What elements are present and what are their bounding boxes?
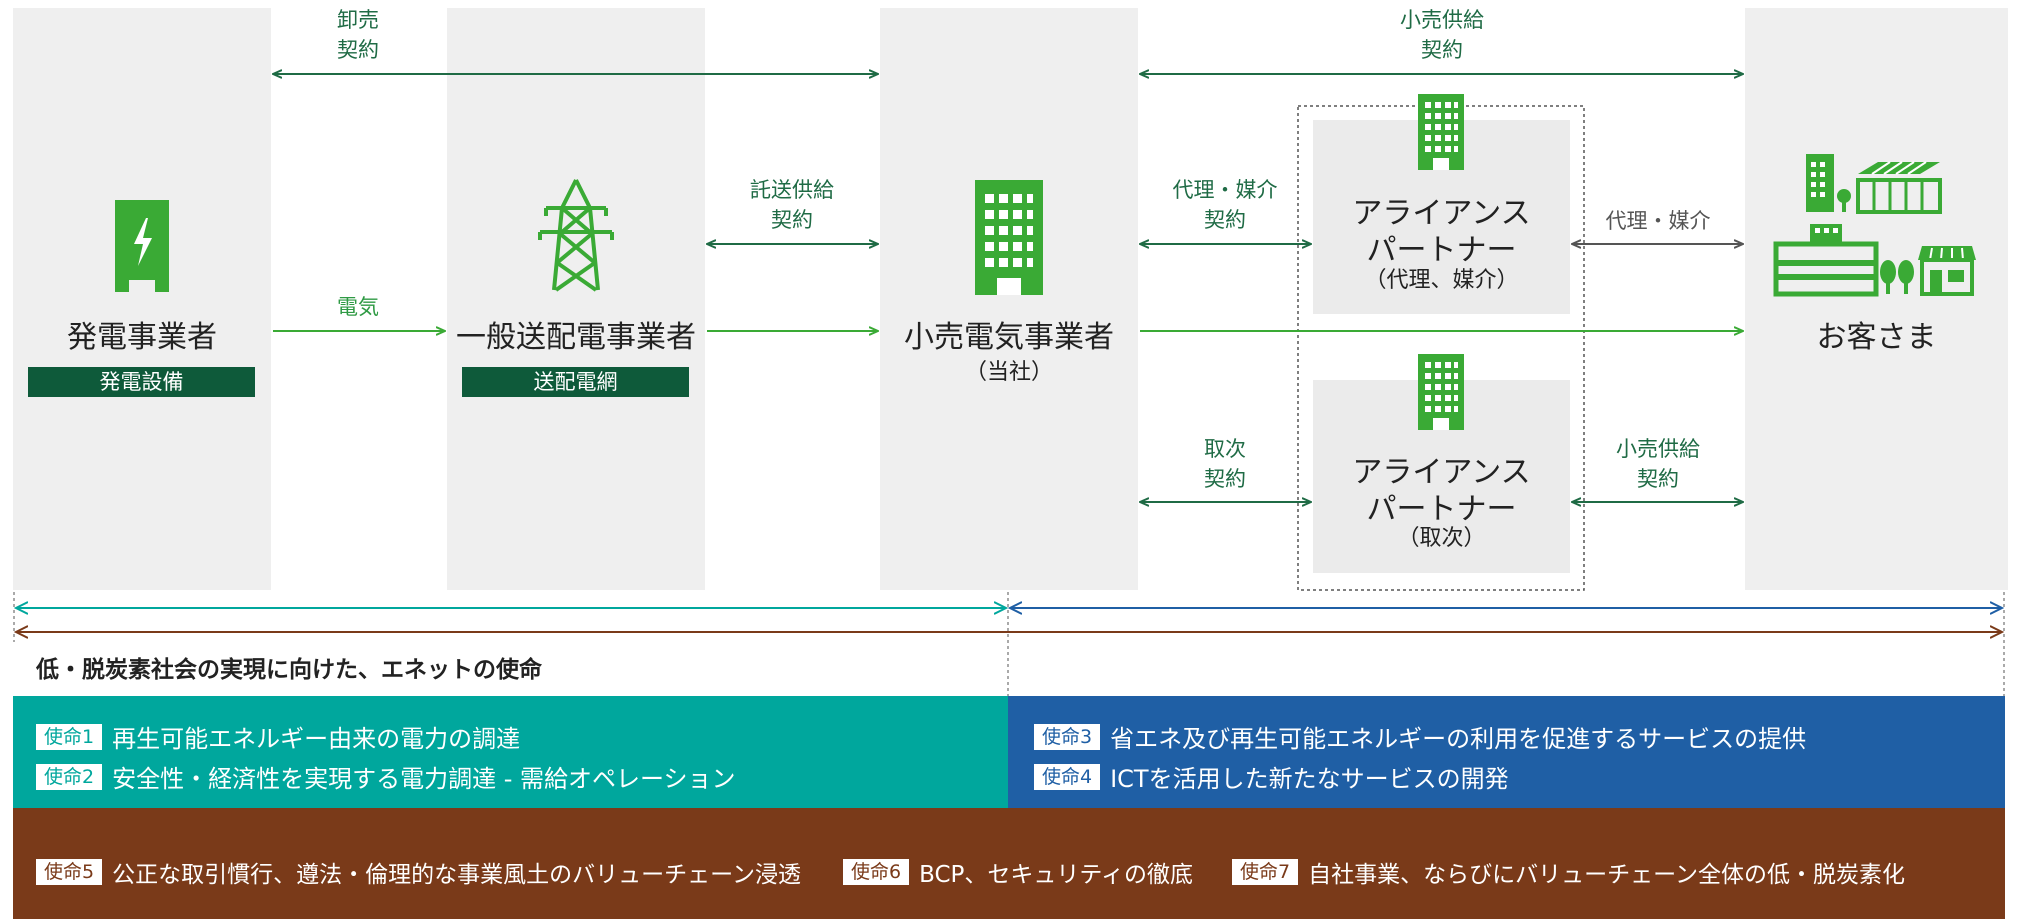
broker-label-2: 契約 bbox=[1204, 467, 1246, 491]
wholesale-label-2: 契約 bbox=[337, 38, 379, 62]
brown-mission-band bbox=[13, 808, 2005, 919]
partner-agent-line1: アライアンス bbox=[1352, 196, 1531, 231]
mission-1-tag: 使命1 bbox=[36, 723, 103, 750]
partner-dotted-frame bbox=[1297, 105, 1585, 591]
building-icon bbox=[975, 180, 1043, 295]
mission-6-text: BCP、セキュリティの徹底 bbox=[919, 862, 1194, 888]
mission-4-tag: 使命4 bbox=[1034, 763, 1101, 790]
mission-7-tag: 使命7 bbox=[1232, 859, 1299, 885]
mission-2: 使命2 安全性・経済性を実現する電力調達 - 需給オペレーション bbox=[36, 759, 736, 794]
consignment-label-2: 契約 bbox=[771, 208, 813, 232]
electricity-label: 電気 bbox=[337, 295, 379, 319]
transmission-name: 一般送配電事業者 bbox=[456, 320, 696, 355]
partner-broker-line1: アライアンス bbox=[1352, 455, 1531, 490]
retailer-column bbox=[880, 8, 1138, 590]
partner-broker-line2: パートナー bbox=[1366, 492, 1517, 527]
mission-1: 使命1 再生可能エネルギー由来の電力の調達 bbox=[36, 719, 520, 754]
agency-label-1: 代理・媒介 bbox=[1172, 178, 1278, 202]
mission-2-tag: 使命2 bbox=[36, 763, 103, 790]
wholesale-label-1: 卸売 bbox=[337, 8, 379, 32]
partner-agent-line2: パートナー bbox=[1366, 233, 1517, 268]
partner-building-icon-2 bbox=[1418, 354, 1464, 430]
retailer-note: （当社） bbox=[964, 360, 1053, 385]
transmission-column bbox=[447, 8, 705, 590]
generator-name: 発電事業者 bbox=[67, 320, 217, 355]
retail-top-label-1: 小売供給 bbox=[1400, 8, 1484, 32]
mission-6-tag: 使命6 bbox=[843, 859, 910, 885]
mission-4: 使命4 ICTを活用した新たなサービスの開発 bbox=[1034, 759, 1509, 794]
mission-7-text: 自社事業、ならびにバリューチェーン全体の低・脱炭素化 bbox=[1308, 862, 1905, 888]
retailer-name: 小売電気事業者 bbox=[904, 320, 1114, 355]
mission-3-tag: 使命3 bbox=[1034, 723, 1101, 750]
generator-asset-badge: 発電設備 bbox=[28, 367, 255, 397]
power-plant-icon bbox=[115, 200, 169, 292]
retail-top-label-2: 契約 bbox=[1421, 38, 1463, 62]
retail-right-label-1: 小売供給 bbox=[1616, 437, 1700, 461]
generator-column bbox=[13, 8, 271, 590]
mission-7: 使命7 自社事業、ならびにバリューチェーン全体の低・脱炭素化 bbox=[1232, 855, 1905, 889]
transmission-asset-badge: 送配電網 bbox=[462, 367, 689, 397]
mission-3-text: 省エネ及び再生可能エネルギーの利用を促進するサービスの提供 bbox=[1110, 725, 1807, 753]
retail-right-label-2: 契約 bbox=[1637, 467, 1679, 491]
broker-label-1: 取次 bbox=[1204, 437, 1246, 461]
partner-building-icon-1 bbox=[1418, 94, 1464, 170]
mission-5: 使命5 公正な取引慣行、遵法・倫理的な事業風土のバリューチェーン浸透 bbox=[36, 855, 801, 889]
mission-2-text: 安全性・経済性を実現する電力調達 - 需給オペレーション bbox=[112, 765, 736, 793]
customer-column bbox=[1745, 8, 2008, 590]
mission-3: 使命3 省エネ及び再生可能エネルギーの利用を促進するサービスの提供 bbox=[1034, 719, 1806, 754]
consignment-label-1: 託送供給 bbox=[750, 178, 834, 202]
teal-mission-band bbox=[13, 696, 1008, 808]
partner-broker-note: （取次） bbox=[1397, 526, 1486, 551]
blue-mission-band bbox=[1008, 696, 2005, 808]
agency-right-label: 代理・媒介 bbox=[1605, 209, 1711, 233]
mission-5-tag: 使命5 bbox=[36, 859, 103, 885]
missions-heading: 低・脱炭素社会の実現に向けた、エネットの使命 bbox=[36, 657, 542, 683]
mission-6: 使命6 BCP、セキュリティの徹底 bbox=[843, 855, 1193, 889]
partner-agent-note: （代理、媒介） bbox=[1364, 268, 1519, 293]
mission-4-text: ICTを活用した新たなサービスの開発 bbox=[1110, 765, 1509, 793]
mission-1-text: 再生可能エネルギー由来の電力の調達 bbox=[112, 725, 521, 753]
agency-label-2: 契約 bbox=[1204, 208, 1246, 232]
transmission-tower-icon bbox=[538, 179, 614, 292]
mission-5-text: 公正な取引慣行、遵法・倫理的な事業風土のバリューチェーン浸透 bbox=[112, 862, 801, 888]
customers-buildings-icon bbox=[1773, 154, 1976, 297]
customer-name: お客さま bbox=[1816, 320, 1937, 355]
